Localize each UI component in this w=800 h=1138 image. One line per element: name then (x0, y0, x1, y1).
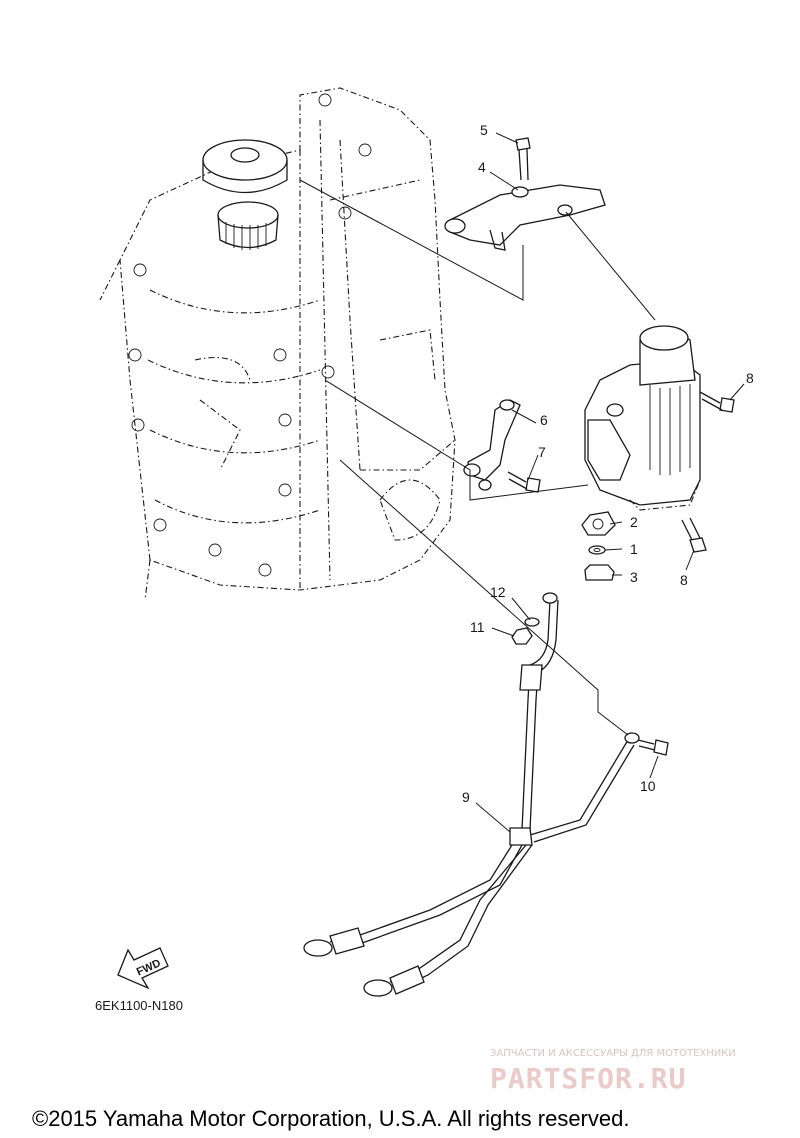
washer-part-1 (588, 545, 606, 555)
callout-12: 12 (490, 584, 506, 600)
callout-9: 9 (462, 789, 470, 805)
cable-part-9 (303, 592, 640, 997)
cap-part-3 (584, 564, 615, 581)
callout-1: 1 (630, 541, 638, 557)
nut-part-2 (581, 511, 616, 536)
bolt-part-10 (637, 739, 669, 756)
watermark-subtitle: ЗАПЧАСТИ И АКСЕССУАРЫ ДЛЯ МОТОТЕХНИКИ (490, 1048, 736, 1059)
block-bolts (128, 93, 372, 577)
copyright-notice: ©2015 Yamaha Motor Corporation, U.S.A. A… (32, 1106, 629, 1131)
starter-motor (584, 325, 701, 511)
callout-4: 4 (478, 159, 486, 175)
bolt-part-7 (507, 471, 541, 493)
bolt-part-8-upper (699, 391, 735, 413)
callout-7: 7 (538, 444, 546, 460)
callout-2: 2 (630, 514, 638, 530)
callout-8-upper: 8 (746, 370, 754, 386)
flywheel-hub (202, 139, 288, 250)
callout-leaders (475, 132, 745, 833)
callout-8-lower: 8 (680, 572, 688, 588)
callout-10: 10 (640, 778, 656, 794)
callout-3: 3 (630, 569, 638, 585)
watermark-logo: PARTSFOR.RU (490, 1062, 686, 1095)
fwd-arrow-icon: FWD (117, 947, 169, 990)
nut-part-11 (511, 627, 533, 645)
washer-part-12 (524, 617, 540, 627)
bolt-part-5 (515, 137, 531, 181)
bolt-part-8-lower (681, 517, 707, 553)
reference-lines (299, 179, 656, 736)
callout-5: 5 (480, 122, 488, 138)
bracket-part-6 (463, 399, 521, 491)
part-code: 6EK1100-N180 (95, 998, 183, 1013)
bracket-part-4 (444, 184, 606, 251)
callout-6: 6 (540, 412, 548, 428)
callout-11: 11 (470, 619, 485, 635)
engine-block (99, 87, 456, 601)
